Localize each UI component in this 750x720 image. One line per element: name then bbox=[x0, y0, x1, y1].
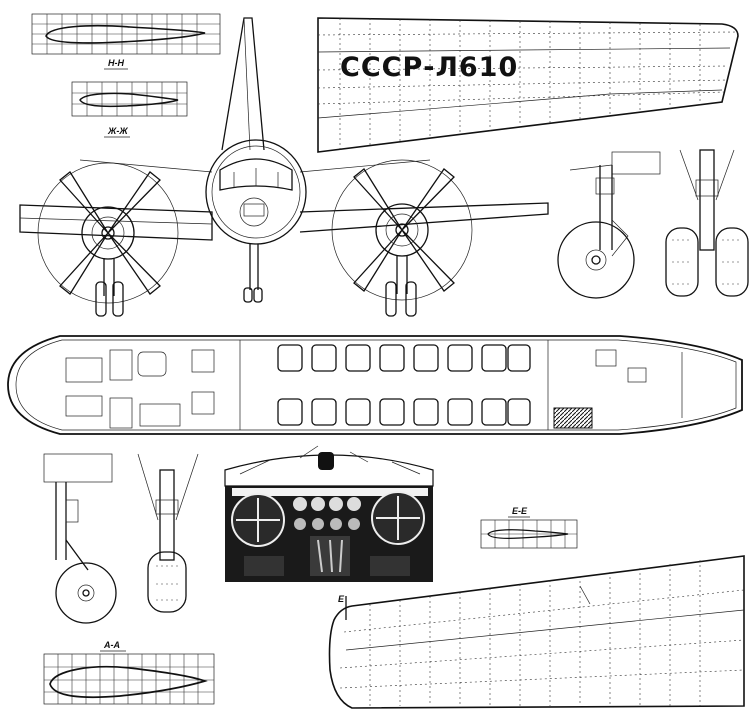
section-label-zh-zh: Ж-Ж bbox=[107, 126, 128, 136]
section-label-n-n: Н-Н bbox=[108, 58, 124, 68]
nose-gear-side-view bbox=[43, 453, 117, 624]
section-label-a-a: А-А bbox=[103, 640, 120, 650]
airfoil-section-e-e bbox=[480, 519, 578, 549]
section-marker-e: Е bbox=[338, 594, 345, 604]
airfoil-section-middle bbox=[71, 81, 188, 117]
seat-row-upper bbox=[277, 344, 531, 372]
main-gear-side-view bbox=[557, 151, 661, 299]
wing-planform-bottom bbox=[328, 555, 745, 709]
main-gear-front-view bbox=[665, 149, 749, 297]
registration-mark: СССР-Л610 bbox=[340, 52, 518, 83]
cockpit-interior-image bbox=[224, 445, 434, 582]
cabin-layout-plan bbox=[7, 335, 743, 435]
front-view bbox=[19, 17, 549, 317]
wing-planform-top bbox=[317, 17, 739, 153]
airfoil-section-a-a bbox=[43, 653, 215, 705]
nose-gear-front-view bbox=[137, 453, 199, 613]
passenger-seats bbox=[277, 344, 531, 426]
section-label-e-e: Е-Е bbox=[512, 506, 528, 516]
airfoil-section-top bbox=[31, 13, 221, 55]
seat-row-lower bbox=[277, 398, 531, 426]
